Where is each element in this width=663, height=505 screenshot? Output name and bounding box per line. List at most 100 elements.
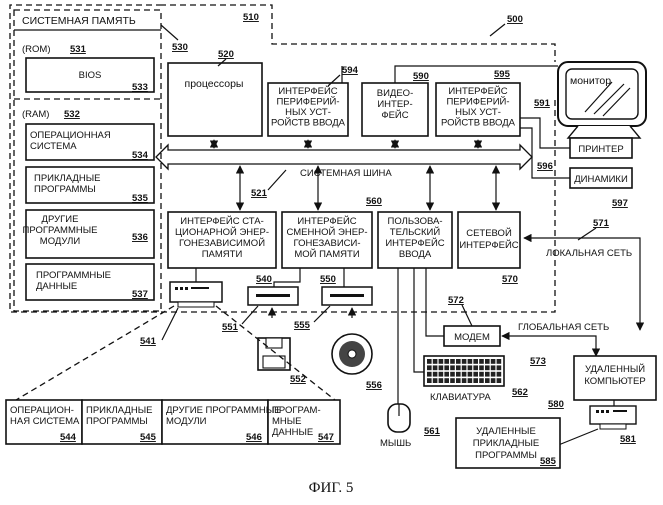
keyboard-key bbox=[491, 365, 496, 370]
keyboard-key bbox=[473, 365, 478, 370]
video-interface-label: ВИДЕО-ИНТЕР-ФЕЙС bbox=[377, 88, 414, 121]
keyboard-key bbox=[479, 365, 484, 370]
hdd-content-ref: 544 bbox=[60, 432, 77, 443]
keyboard-key bbox=[427, 365, 432, 370]
mouse-label: МЫШЬ bbox=[380, 438, 411, 449]
hdd-content-label: ОПЕРАЦИОН-НАЯ СИСТЕМА bbox=[10, 405, 80, 427]
system-bus bbox=[156, 145, 532, 169]
keyboard-key bbox=[433, 365, 438, 370]
bios-ref: 533 bbox=[132, 82, 148, 93]
keyboard-label: КЛАВИАТУРА bbox=[430, 392, 491, 403]
keyboard-key bbox=[485, 365, 490, 370]
floppy-disk-icon bbox=[258, 338, 290, 370]
keyboard-key bbox=[468, 359, 473, 364]
keyboard-key bbox=[462, 365, 467, 370]
hard-disk-ref: 541 bbox=[140, 336, 157, 347]
system-bus-label: СИСТЕМНАЯ ШИНА bbox=[300, 168, 392, 179]
floppy-drive-icon bbox=[248, 287, 298, 305]
processors-box bbox=[168, 63, 262, 136]
hdd-content-ref: 547 bbox=[318, 432, 334, 443]
keyboard-key bbox=[473, 372, 478, 377]
keyboard-key bbox=[427, 378, 432, 383]
keyboard-key bbox=[439, 378, 444, 383]
system-bus-ref: 521 bbox=[251, 188, 268, 199]
wan-ref: 573 bbox=[530, 356, 546, 367]
removable-storage-interface-label: ИНТЕРФЕЙССМЕННОЙ ЭНЕР-ГОНЕЗАВИСИ-МОЙ ПАМ… bbox=[286, 215, 367, 260]
figure-caption: ФИГ. 5 bbox=[309, 480, 354, 496]
keyboard-key bbox=[456, 372, 461, 377]
keyboard-key bbox=[433, 359, 438, 364]
keyboard-key bbox=[444, 372, 449, 377]
keyboard-key bbox=[468, 372, 473, 377]
rom-label: (ROM) bbox=[22, 44, 51, 55]
floppy-drive-ref: 551 bbox=[222, 322, 239, 333]
cd-disc-icon bbox=[332, 334, 372, 374]
keyboard-key bbox=[456, 378, 461, 383]
remote-drive-icon bbox=[590, 406, 636, 429]
keyboard-key bbox=[450, 378, 455, 383]
hdd-content-ref: 546 bbox=[246, 432, 262, 443]
apps-label: ПРИКЛАДНЫЕПРОГРАММЫ bbox=[34, 173, 100, 195]
keyboard-key bbox=[433, 372, 438, 377]
keyboard-key bbox=[473, 359, 478, 364]
keyboard-key bbox=[444, 359, 449, 364]
keyboard-key bbox=[485, 378, 490, 383]
keyboard-key bbox=[456, 365, 461, 370]
lan-label: ЛОКАЛЬНАЯ СЕТЬ bbox=[546, 248, 632, 259]
bios-label: BIOS bbox=[79, 70, 102, 81]
keyboard-key bbox=[427, 372, 432, 377]
program-data-ref: 537 bbox=[132, 289, 148, 300]
removable-storage-interface-ref: 550 bbox=[320, 274, 336, 285]
keyboard-key bbox=[433, 378, 438, 383]
processors-label: процессоры bbox=[185, 78, 244, 90]
remote-apps-label: УДАЛЕННЫЕПРИКЛАДНЫЕПРОГРАММЫ bbox=[473, 426, 539, 461]
input-peripheral-ref: 594 bbox=[342, 65, 359, 76]
system-memory-title: СИСТЕМНАЯ ПАМЯТЬ bbox=[22, 15, 136, 27]
hdd-content-label: ПРИКЛАДНЫЕПРОГРАММЫ bbox=[86, 405, 152, 427]
monitor-ref: 591 bbox=[534, 98, 551, 109]
keyboard-key bbox=[439, 359, 444, 364]
keyboard-key bbox=[462, 378, 467, 383]
keyboard-key bbox=[439, 365, 444, 370]
keyboard-ref: 562 bbox=[512, 387, 528, 398]
keyboard-key bbox=[444, 378, 449, 383]
speakers-ref: 597 bbox=[612, 198, 628, 209]
modem-label: МОДЕМ bbox=[454, 332, 490, 343]
keyboard-key bbox=[450, 359, 455, 364]
cd-drive-icon bbox=[322, 287, 372, 305]
ram-ref: 532 bbox=[64, 109, 80, 120]
keyboard-key bbox=[485, 372, 490, 377]
modem-ref: 572 bbox=[448, 295, 464, 306]
system-memory-ref: 530 bbox=[172, 42, 188, 53]
keyboard-key bbox=[468, 365, 473, 370]
rom-ref: 531 bbox=[70, 44, 87, 55]
keyboard-key bbox=[491, 359, 496, 364]
monitor-icon bbox=[558, 62, 646, 138]
keyboard-key bbox=[456, 359, 461, 364]
keyboard-key bbox=[427, 359, 432, 364]
keyboard-key bbox=[485, 359, 490, 364]
keyboard-key bbox=[462, 359, 467, 364]
input-peripheral-interface-label: ИНТЕРФЕЙСПЕРИФЕРИЙ-НЫХ УСТ-РОЙСТВ ВВОДА bbox=[271, 85, 346, 129]
mouse-ref: 561 bbox=[424, 426, 441, 437]
ram-label: (RAM) bbox=[22, 109, 49, 120]
hdd-content-ref: 545 bbox=[140, 432, 157, 443]
printer-ref: 596 bbox=[537, 161, 553, 172]
cd-disc-ref: 556 bbox=[366, 380, 382, 391]
other-modules-ref: 536 bbox=[132, 232, 148, 243]
output-peripheral-interface-label: ИНТЕРФЕЙСПЕРИФЕРИЙ-НЫХ УСТ-РОЙСТВ ВВОДА bbox=[441, 85, 516, 129]
keyboard-key bbox=[439, 372, 444, 377]
network-interface-ref: 570 bbox=[502, 274, 518, 285]
keyboard-key bbox=[497, 372, 502, 377]
apps-ref: 535 bbox=[132, 193, 149, 204]
keyboard-key bbox=[473, 378, 478, 383]
monitor-label: монитор bbox=[570, 75, 611, 87]
mouse-icon bbox=[388, 404, 410, 432]
system-ref: 500 bbox=[507, 14, 523, 25]
keyboard-key bbox=[468, 378, 473, 383]
keyboard-key bbox=[491, 372, 496, 377]
user-input-interface-ref: 560 bbox=[366, 196, 382, 207]
keyboard-key bbox=[479, 359, 484, 364]
